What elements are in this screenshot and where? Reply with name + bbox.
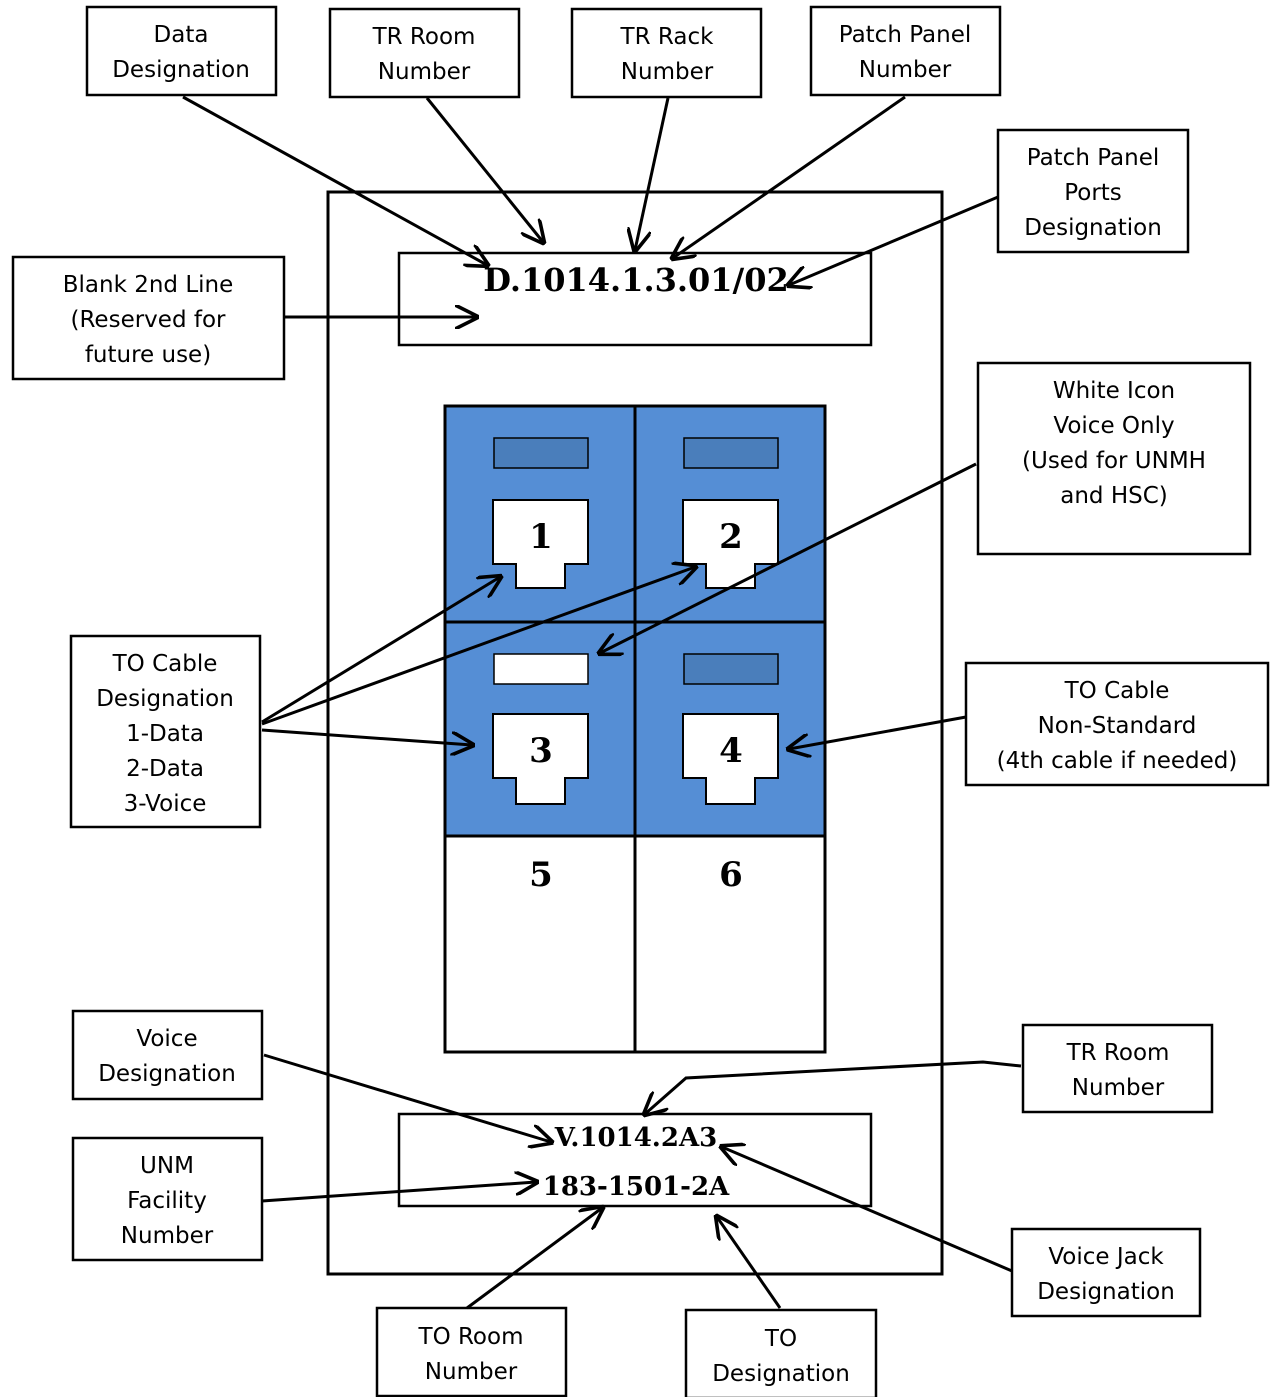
callout-unm-facility: UNM Facility Number <box>71 1136 264 1262</box>
jack-1 <box>492 499 589 589</box>
svg-text:(Reserved for: (Reserved for <box>71 307 227 333</box>
svg-text:Designation: Designation <box>98 1061 236 1087</box>
svg-text:TR Room: TR Room <box>372 24 476 50</box>
svg-text:Designation: Designation <box>96 686 234 712</box>
port-cell-6 <box>633 834 827 1054</box>
callout-to-designation: TO Designation <box>684 1308 878 1397</box>
callout-to-room: TO Room Number <box>375 1306 568 1397</box>
callout-to-cable: TO Cable Designation 1-Data 2-Data 3-Voi… <box>69 634 262 829</box>
svg-text:3-Voice: 3-Voice <box>124 791 207 817</box>
arrow-voice-designation <box>263 1053 551 1142</box>
data-code: D.1014.1.3.01/02 <box>483 261 789 299</box>
svg-text:Number: Number <box>121 1223 214 1249</box>
svg-text:Voice Jack: Voice Jack <box>1048 1244 1164 1270</box>
voice-label-strip <box>397 1112 873 1208</box>
callout-voice-jack: Voice Jack Designation <box>1010 1227 1202 1318</box>
svg-text:Voice: Voice <box>136 1026 197 1052</box>
arrow-tr-rack <box>635 97 670 250</box>
svg-text:TO Room: TO Room <box>418 1324 524 1350</box>
svg-text:Patch Panel: Patch Panel <box>839 22 972 48</box>
svg-text:Data: Data <box>154 22 209 48</box>
arrow-patch-panel-ports <box>789 195 999 285</box>
svg-text:(Used for UNMH: (Used for UNMH <box>1022 448 1206 474</box>
svg-text:future use): future use) <box>85 342 211 368</box>
arrow-to-cable-2 <box>261 567 695 726</box>
arrow-to-cable-1 <box>261 577 500 724</box>
svg-text:Number: Number <box>1072 1075 1165 1101</box>
svg-text:TR Room: TR Room <box>1066 1040 1170 1066</box>
callout-tr-room-bottom: TR Room Number <box>1021 1023 1214 1114</box>
jack-4 <box>682 713 779 805</box>
port-number-4: 4 <box>719 731 743 771</box>
svg-text:2-Data: 2-Data <box>126 756 204 782</box>
icon-slot-4 <box>683 653 779 685</box>
callout-white-icon: White Icon Voice Only (Used for UNMH and… <box>976 361 1252 556</box>
svg-text:1-Data: 1-Data <box>126 721 204 747</box>
port-number-5: 5 <box>529 855 553 895</box>
svg-text:UNM: UNM <box>140 1153 194 1179</box>
callout-patch-panel: Patch Panel Number <box>809 5 1002 97</box>
svg-text:Number: Number <box>425 1359 518 1385</box>
arrow-tr-room-bottom <box>645 1060 1022 1114</box>
svg-text:Facility: Facility <box>127 1188 207 1214</box>
svg-text:Number: Number <box>859 57 952 83</box>
callout-tr-rack: TR Rack Number <box>570 7 763 99</box>
arrow-to-designation <box>717 1217 782 1309</box>
port-number-1: 1 <box>529 517 553 557</box>
arrow-voice-jack <box>722 1147 1013 1273</box>
voice-code: V.1014.2A3 <box>554 1123 717 1153</box>
svg-text:White Icon: White Icon <box>1053 378 1175 404</box>
icon-slot-2 <box>683 437 779 469</box>
callout-data-designation: Data Designation <box>85 5 278 97</box>
arrow-to-room <box>466 1208 602 1310</box>
facility-code: 183-1501-2A <box>543 1172 730 1202</box>
callout-voice-designation: Voice Designation <box>71 1009 264 1101</box>
svg-text:TO: TO <box>764 1326 797 1352</box>
arrow-unm-facility <box>261 1182 536 1203</box>
svg-text:TR Rack: TR Rack <box>620 24 715 50</box>
callout-tr-room-top: TR Room Number <box>328 7 521 99</box>
arrow-to-cable-3 <box>261 728 472 745</box>
svg-text:and HSC): and HSC) <box>1060 483 1168 509</box>
svg-text:TO Cable: TO Cable <box>1064 678 1170 704</box>
callout-patch-panel-ports: Patch Panel Ports Designation <box>996 128 1190 254</box>
port-cell-5 <box>443 834 637 1054</box>
svg-text:Designation: Designation <box>712 1361 850 1387</box>
svg-text:Designation: Designation <box>112 57 250 83</box>
svg-text:Number: Number <box>621 59 714 85</box>
svg-text:Designation: Designation <box>1024 215 1162 241</box>
callout-blank-line: Blank 2nd Line (Reserved for future use) <box>11 255 286 381</box>
svg-text:Designation: Designation <box>1037 1279 1175 1305</box>
arrow-tr-room-top <box>425 97 543 242</box>
jack-3 <box>492 713 589 805</box>
svg-text:Number: Number <box>378 59 471 85</box>
arrow-white-icon <box>600 462 977 653</box>
port-number-3: 3 <box>529 731 553 771</box>
arrow-patch-panel <box>673 95 906 258</box>
callout-to-nonstandard: TO Cable Non-Standard (4th cable if need… <box>964 661 1270 787</box>
icon-slot-3-white <box>493 653 589 685</box>
arrow-data-designation <box>182 95 487 265</box>
svg-text:(4th cable if needed): (4th cable if needed) <box>997 748 1238 774</box>
svg-text:Non-Standard: Non-Standard <box>1038 713 1197 739</box>
port-number-2: 2 <box>719 517 743 557</box>
svg-text:Patch Panel: Patch Panel <box>1027 145 1160 171</box>
svg-text:Ports: Ports <box>1064 180 1122 206</box>
svg-text:Blank 2nd Line: Blank 2nd Line <box>63 272 234 298</box>
port-number-6: 6 <box>719 855 743 895</box>
arrows <box>182 95 1022 1310</box>
port-grid: 1 2 3 4 5 6 <box>443 404 827 1054</box>
icon-slot-1 <box>493 437 589 469</box>
arrow-to-nonstandard <box>789 715 967 749</box>
svg-text:TO Cable: TO Cable <box>112 651 218 677</box>
svg-text:Voice Only: Voice Only <box>1053 413 1174 439</box>
